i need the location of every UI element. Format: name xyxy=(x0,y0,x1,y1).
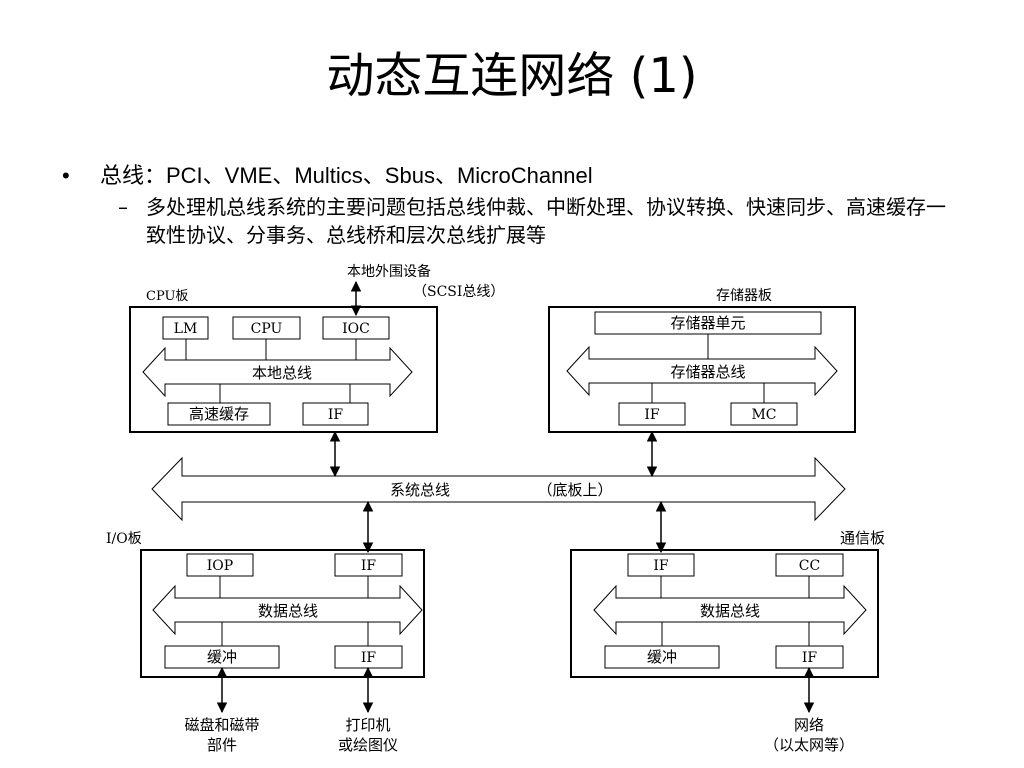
sub-bullet-marker: – xyxy=(118,195,128,219)
cache-box xyxy=(167,402,271,426)
comm-buffer-box xyxy=(604,645,720,669)
printer-line1: 打印机 xyxy=(345,716,390,734)
network-line2: （以太网等） xyxy=(764,736,854,754)
io-bottom-connector xyxy=(221,621,369,646)
memory-board xyxy=(548,306,856,433)
io-board-label: I/O板 xyxy=(106,531,142,547)
sub-bullet-text: 多处理机总线系统的主要问题包括总线仲裁、中断处理、协议转换、快速同步、高速缓存一… xyxy=(146,195,946,247)
comm-if-bottom-label: IF xyxy=(802,650,818,666)
memory-if-box xyxy=(618,402,686,426)
io-if-bottom-label: IF xyxy=(361,650,377,666)
system-bus xyxy=(151,456,846,522)
system-bus-label: 系统总线 xyxy=(390,481,450,499)
bullet-marker: • xyxy=(62,163,70,188)
comm-if-top-label: IF xyxy=(653,558,669,574)
sub-bullet-item: – 多处理机总线系统的主要问题包括总线仲裁、中断处理、协议转换、快速同步、高速缓… xyxy=(118,193,968,249)
cpu-board-label: CPU板 xyxy=(146,289,188,304)
disk-line2: 部件 xyxy=(207,736,237,754)
slide-title: 动态互连网络 (1) xyxy=(326,48,698,104)
iop-label: IOP xyxy=(207,558,233,574)
lm-label: LM xyxy=(174,321,198,337)
bullet-text: 总线：PCI、VME、Multics、Sbus、MicroChannel xyxy=(100,163,593,188)
mc-label: MC xyxy=(751,407,776,423)
memory-bus xyxy=(566,345,838,397)
network-line1: 网络 xyxy=(794,716,824,734)
peripheral-top-line1: 本地外围设备 xyxy=(347,263,431,280)
cc-label: CC xyxy=(799,558,820,574)
io-data-bus-label: 数据总线 xyxy=(258,602,318,620)
comm-board-label: 通信板 xyxy=(840,529,885,547)
ioc-label: IOC xyxy=(342,321,370,337)
printer-line2: 或绘图仪 xyxy=(338,736,398,754)
cpu-bottom-connector xyxy=(219,383,351,403)
io-top-connector xyxy=(219,576,369,599)
memory-unit-label: 存储器单元 xyxy=(670,314,745,332)
cpu-if-box xyxy=(302,402,369,426)
peripheral-top-line2: （SCSI总线） xyxy=(413,284,504,300)
comm-data-bus-label: 数据总线 xyxy=(700,602,760,620)
mc-box xyxy=(730,402,798,426)
comm-buffer-label: 缓冲 xyxy=(647,648,677,666)
local-bus-label: 本地总线 xyxy=(252,364,312,382)
cpu-label: CPU xyxy=(251,321,283,337)
comm-top-connector xyxy=(660,576,810,599)
system-bus-note: （底板上） xyxy=(537,481,612,499)
cpu-if-label: IF xyxy=(328,407,344,423)
cpu-top-connector xyxy=(185,339,357,361)
cache-label: 高速缓存 xyxy=(189,405,249,423)
io-if-top-label: IF xyxy=(361,558,377,574)
memory-bottom-connector xyxy=(651,382,765,403)
io-buffer-label: 缓冲 xyxy=(207,648,237,666)
disk-line1: 磁盘和磁带 xyxy=(184,716,259,734)
comm-board xyxy=(570,549,879,678)
memory-bus-label: 存储器总线 xyxy=(670,363,745,381)
bullet-item: • 总线：PCI、VME、Multics、Sbus、MicroChannel xyxy=(62,158,593,190)
io-board xyxy=(140,549,425,678)
comm-bottom-connector xyxy=(661,621,810,646)
memory-board-label: 存储器板 xyxy=(716,288,772,304)
cpu-board xyxy=(129,306,438,433)
memory-if-label: IF xyxy=(644,407,660,423)
